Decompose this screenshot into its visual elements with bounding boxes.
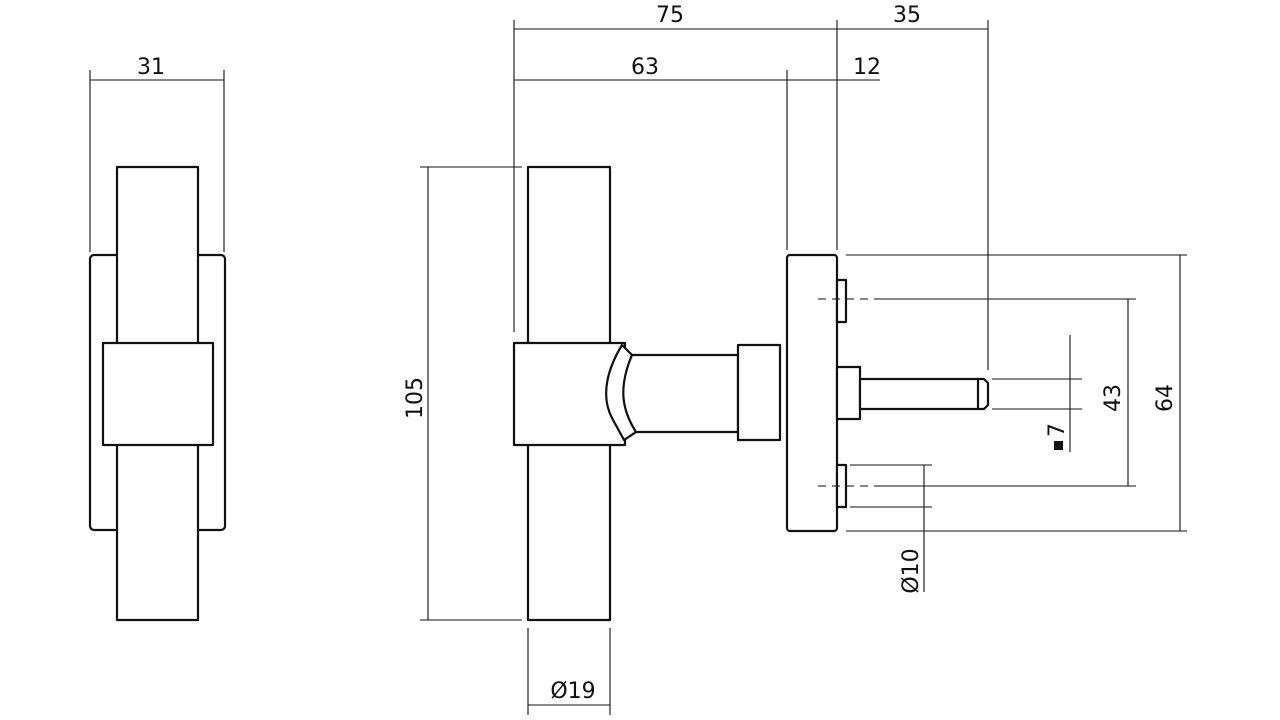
handle-height-label: 105 [403, 377, 428, 419]
screw-spacing-dimension: 43 [880, 298, 1136, 487]
shank [622, 353, 740, 434]
handle-offset-label: 63 [631, 55, 659, 80]
front-rose-plate [785, 253, 839, 533]
total-length-dimension: 75 [513, 3, 838, 332]
square-symbol [1054, 441, 1063, 450]
spindle-length-dimension: 35 [837, 3, 989, 370]
rose-thickness-dimension: 12 [787, 55, 881, 81]
screw-diameter-dimension: Ø10 [850, 464, 932, 594]
side-view: 31 [88, 55, 227, 622]
spindle [858, 377, 990, 411]
grip-diameter-label: Ø19 [550, 679, 595, 704]
screw-spacing-label: 43 [1101, 384, 1126, 412]
handle-offset-dimension: 63 [514, 55, 788, 250]
spindle-boss [835, 365, 862, 421]
spindle-length-label: 35 [893, 3, 921, 28]
rose-thickness-label: 12 [853, 55, 881, 80]
side-width-dimension: 31 [89, 55, 225, 252]
grip-diameter-dimension: Ø19 [527, 628, 611, 715]
screw-head-top [835, 278, 848, 324]
side-width-label: 31 [137, 55, 165, 80]
spindle-square-dimension: 7 [992, 335, 1082, 452]
screw-diameter-label: Ø10 [899, 548, 924, 593]
rose-height-dimension: 64 [846, 254, 1187, 532]
spindle-square-label: 7 [1045, 423, 1070, 437]
front-view [512, 165, 990, 622]
total-length-label: 75 [656, 3, 684, 28]
handle-height-dimension: 105 [403, 166, 522, 621]
rose-height-label: 64 [1153, 384, 1178, 412]
collar [736, 343, 782, 442]
side-hub-block [101, 341, 215, 447]
